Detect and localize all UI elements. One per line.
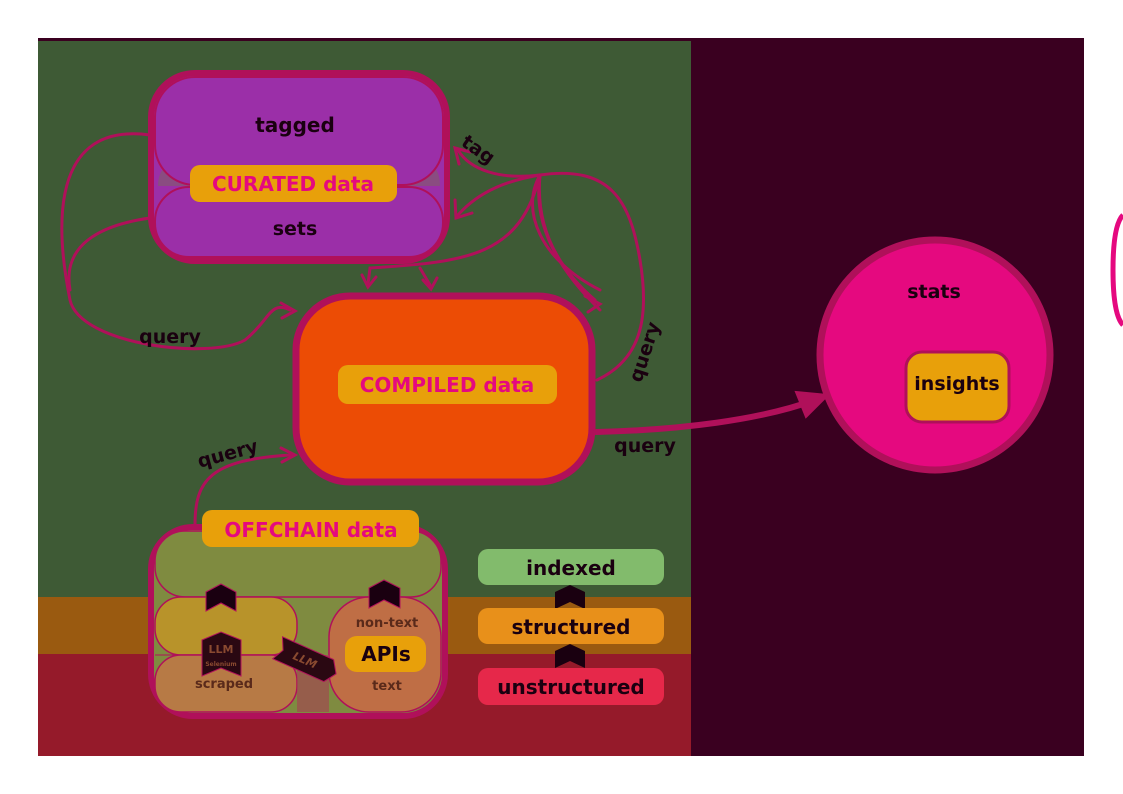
indexed-label: indexed <box>526 556 616 580</box>
arrowhead-tag-icon <box>452 145 472 166</box>
offchain-label-bg <box>202 510 419 547</box>
chevron-up-icon <box>205 583 237 612</box>
arrowhead-compiled-left-icon <box>279 301 299 320</box>
edge-compiled-to-curated-tag <box>456 148 646 382</box>
structured-label: structured <box>512 615 631 639</box>
arrowhead-fan-left-icon <box>360 273 378 290</box>
edge-curated-to-compiled-left <box>60 132 292 351</box>
edges <box>60 132 831 527</box>
indexed-pill <box>478 549 664 585</box>
edge-offchain-to-compiled <box>193 453 292 527</box>
arrowhead-offchain-icon <box>279 446 299 464</box>
text-label: text <box>372 679 402 694</box>
chevron-up-icon <box>555 585 585 609</box>
stats-node: stats insights <box>816 236 1054 474</box>
compiled-data-box: COMPILED data <box>292 292 596 486</box>
chevron-up-icon <box>368 579 401 609</box>
edge-curated-sets-return <box>456 173 542 217</box>
scraped-label: scraped <box>195 677 253 692</box>
edge-fan-mid <box>418 266 432 287</box>
tagged-label: tagged <box>255 113 335 137</box>
offscreen-shape-edge <box>1110 213 1123 327</box>
structured-pill <box>478 608 664 644</box>
edge-fan-left <box>366 173 542 286</box>
offchain-data-box: OFFCHAIN data non-text APIs text LLM Sel… <box>148 510 448 719</box>
insights-label: insights <box>914 373 999 395</box>
arrowhead-sets-icon <box>453 198 474 221</box>
compiled-label: COMPILED data <box>360 373 535 397</box>
arrowhead-fan-icon <box>583 294 603 314</box>
curated-label-bg <box>190 165 397 202</box>
arrowhead-fan-mid-icon <box>421 276 439 292</box>
unstructured-label: unstructured <box>497 675 644 699</box>
stats-label: stats <box>907 281 961 303</box>
selenium-badge-label: Selenium <box>205 661 236 668</box>
apis-label-bg <box>345 636 426 672</box>
data-stage-legend: indexed structured unstructured <box>478 549 664 705</box>
query-edge-label-stats: query <box>614 435 676 457</box>
sets-label: sets <box>273 218 318 240</box>
offchain-label: OFFCHAIN data <box>224 518 397 542</box>
edge-sets-left <box>67 216 152 292</box>
llm-badge-label: LLM <box>209 643 234 656</box>
query-edge-label-left: query <box>139 326 201 348</box>
apis-label: APIs <box>361 642 410 666</box>
non-text-label: non-text <box>356 616 418 631</box>
llm-arrow-icon <box>271 636 337 683</box>
compiled-label-bg <box>338 365 557 404</box>
llm-badge-icon <box>201 631 242 677</box>
unstructured-pill <box>478 668 664 705</box>
chevron-up-icon <box>555 644 585 668</box>
arrowhead-stats-icon <box>794 390 831 419</box>
edge-fan-3 <box>537 173 602 312</box>
curated-data-box: tagged sets CURATED data <box>148 70 450 264</box>
curated-label: CURATED data <box>212 172 374 196</box>
edge-compiled-to-stats <box>593 397 818 435</box>
insights-label-bg <box>904 350 1011 424</box>
